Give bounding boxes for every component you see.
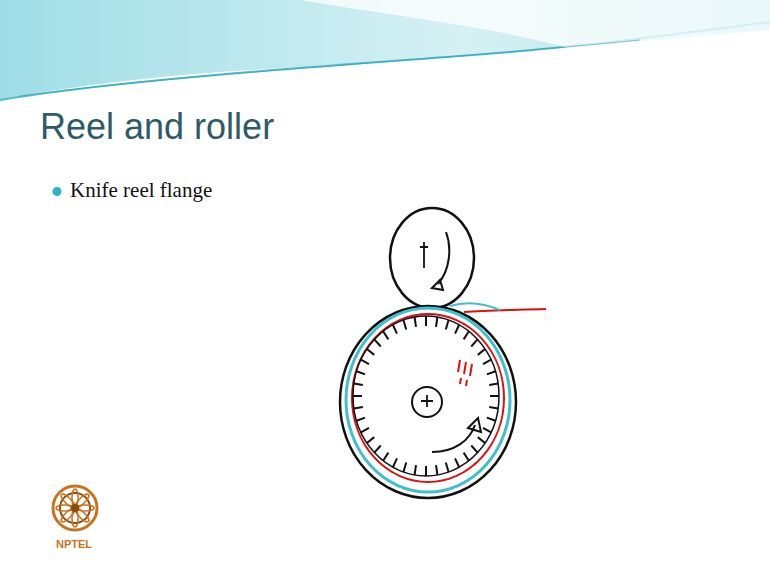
bullet-dot [53,187,62,196]
knife-tooth [464,331,469,339]
hub-center-mark [421,395,433,407]
reel-hub [412,387,442,417]
bullet-text: Knife reel flange [52,178,212,203]
knife-tooth [478,437,485,443]
knife-tooth [374,339,380,346]
knife-tooth [446,463,449,473]
red-marks [458,360,472,386]
knife-tooth [483,428,491,433]
reel-red-circle [352,314,504,482]
knife-tooth [361,360,369,365]
knife-tooth [483,360,491,365]
knife-tooth [415,317,416,327]
knife-tooth [367,349,374,355]
knife-tooth [490,395,499,397]
knife-tooth [403,463,406,473]
knife-tooth [383,453,388,461]
red-pointer-line [464,309,546,312]
knife-tooth [361,428,369,433]
knife-tooth [471,339,477,346]
header-line [20,40,640,96]
nptel-logo [53,486,97,530]
knife-tooth [403,320,406,330]
knife-tooth [464,453,469,461]
knife-tooth [393,458,397,467]
knife-tooth [425,466,427,476]
knife-tooth [478,349,485,355]
cyan-stroke [450,303,500,310]
knife-tooth [393,325,397,334]
slide-title: Reel and roller [40,106,274,148]
knife-tooth [436,317,437,327]
knife-tooth [489,383,498,385]
reel-rotation-arrow [432,418,481,452]
knife-tooth [455,325,459,334]
knife-tooth [436,465,437,475]
knife-tooth [487,418,496,421]
knife-tooth [367,437,374,443]
reel-flange-cyan [346,308,510,492]
knife-tooth [487,371,496,374]
knife-tooth [383,331,388,339]
knife-tooth [415,465,416,475]
reel-outer [340,306,516,498]
knife-tooth [354,383,363,385]
rotation-arrow [432,232,449,290]
reel-inner [353,316,499,476]
knife-tooth [455,458,459,467]
knife-tooth [357,418,366,421]
knife-tooth [374,445,380,452]
header-band [0,0,770,100]
knife-tooth [357,371,366,374]
roller-center-mark [420,242,428,268]
knife-teeth [353,316,499,476]
knife-tooth [354,407,363,409]
logo-text: NPTEL [56,538,92,550]
roller-outline [390,208,474,308]
knife-tooth [446,320,449,330]
knife-tooth [425,316,427,326]
knife-tooth [471,445,477,452]
knife-tooth [353,395,362,397]
knife-tooth [489,407,498,409]
